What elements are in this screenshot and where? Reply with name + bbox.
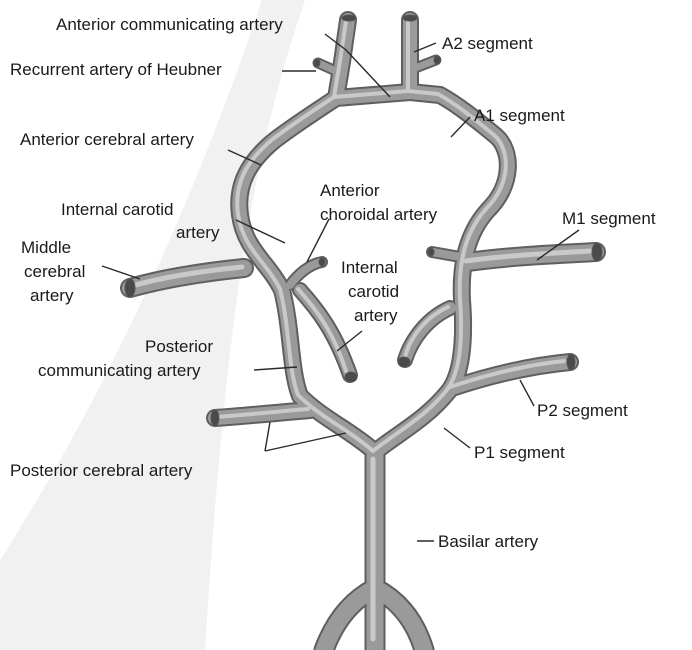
label-recurrent-artery-of-heubner: Recurrent artery of Heubner bbox=[10, 60, 222, 79]
label-middle-cerebral-artery-line3: artery bbox=[30, 286, 74, 305]
label-internal-carotid-artery-center-line3: artery bbox=[354, 306, 398, 325]
label-internal-carotid-artery-left-line1: Internal carotid bbox=[61, 200, 173, 219]
label-internal-carotid-artery-center-line2: carotid bbox=[348, 282, 399, 301]
label-p2-segment: P2 segment bbox=[537, 401, 628, 420]
label-p1-segment: P1 segment bbox=[474, 443, 565, 462]
label-posterior-communicating-artery-line2: communicating artery bbox=[38, 361, 201, 380]
label-internal-carotid-artery-center-line1: Internal bbox=[341, 258, 398, 277]
label-posterior-cerebral-artery: Posterior cerebral artery bbox=[10, 461, 193, 480]
leader-a1-segment bbox=[451, 117, 470, 137]
background-swoosh bbox=[0, 0, 305, 650]
label-a1-segment: A1 segment bbox=[474, 106, 565, 125]
leader-p2-segment bbox=[520, 380, 534, 406]
leader-anterior-choroidal bbox=[307, 219, 329, 262]
label-anterior-communicating-artery: Anterior communicating artery bbox=[56, 15, 283, 34]
leader-p1-segment bbox=[444, 428, 470, 448]
label-anterior-cerebral-artery: Anterior cerebral artery bbox=[20, 130, 194, 149]
leader-middle-cerebral bbox=[102, 266, 140, 279]
label-basilar-artery: Basilar artery bbox=[438, 532, 539, 551]
label-a2-segment: A2 segment bbox=[442, 34, 533, 53]
label-posterior-communicating-artery-line1: Posterior bbox=[145, 337, 213, 356]
label-internal-carotid-artery-left-line2: artery bbox=[176, 223, 220, 242]
label-middle-cerebral-artery-line1: Middle bbox=[21, 238, 71, 257]
leader-posterior-cerebral-2 bbox=[265, 433, 346, 451]
label-anterior-choroidal-artery-line2: choroidal artery bbox=[320, 205, 438, 224]
leader-posterior-cerebral-1 bbox=[265, 422, 270, 451]
label-m1-segment: M1 segment bbox=[562, 209, 656, 228]
label-anterior-choroidal-artery-line1: Anterior bbox=[320, 181, 380, 200]
label-middle-cerebral-artery-line2: cerebral bbox=[24, 262, 85, 281]
